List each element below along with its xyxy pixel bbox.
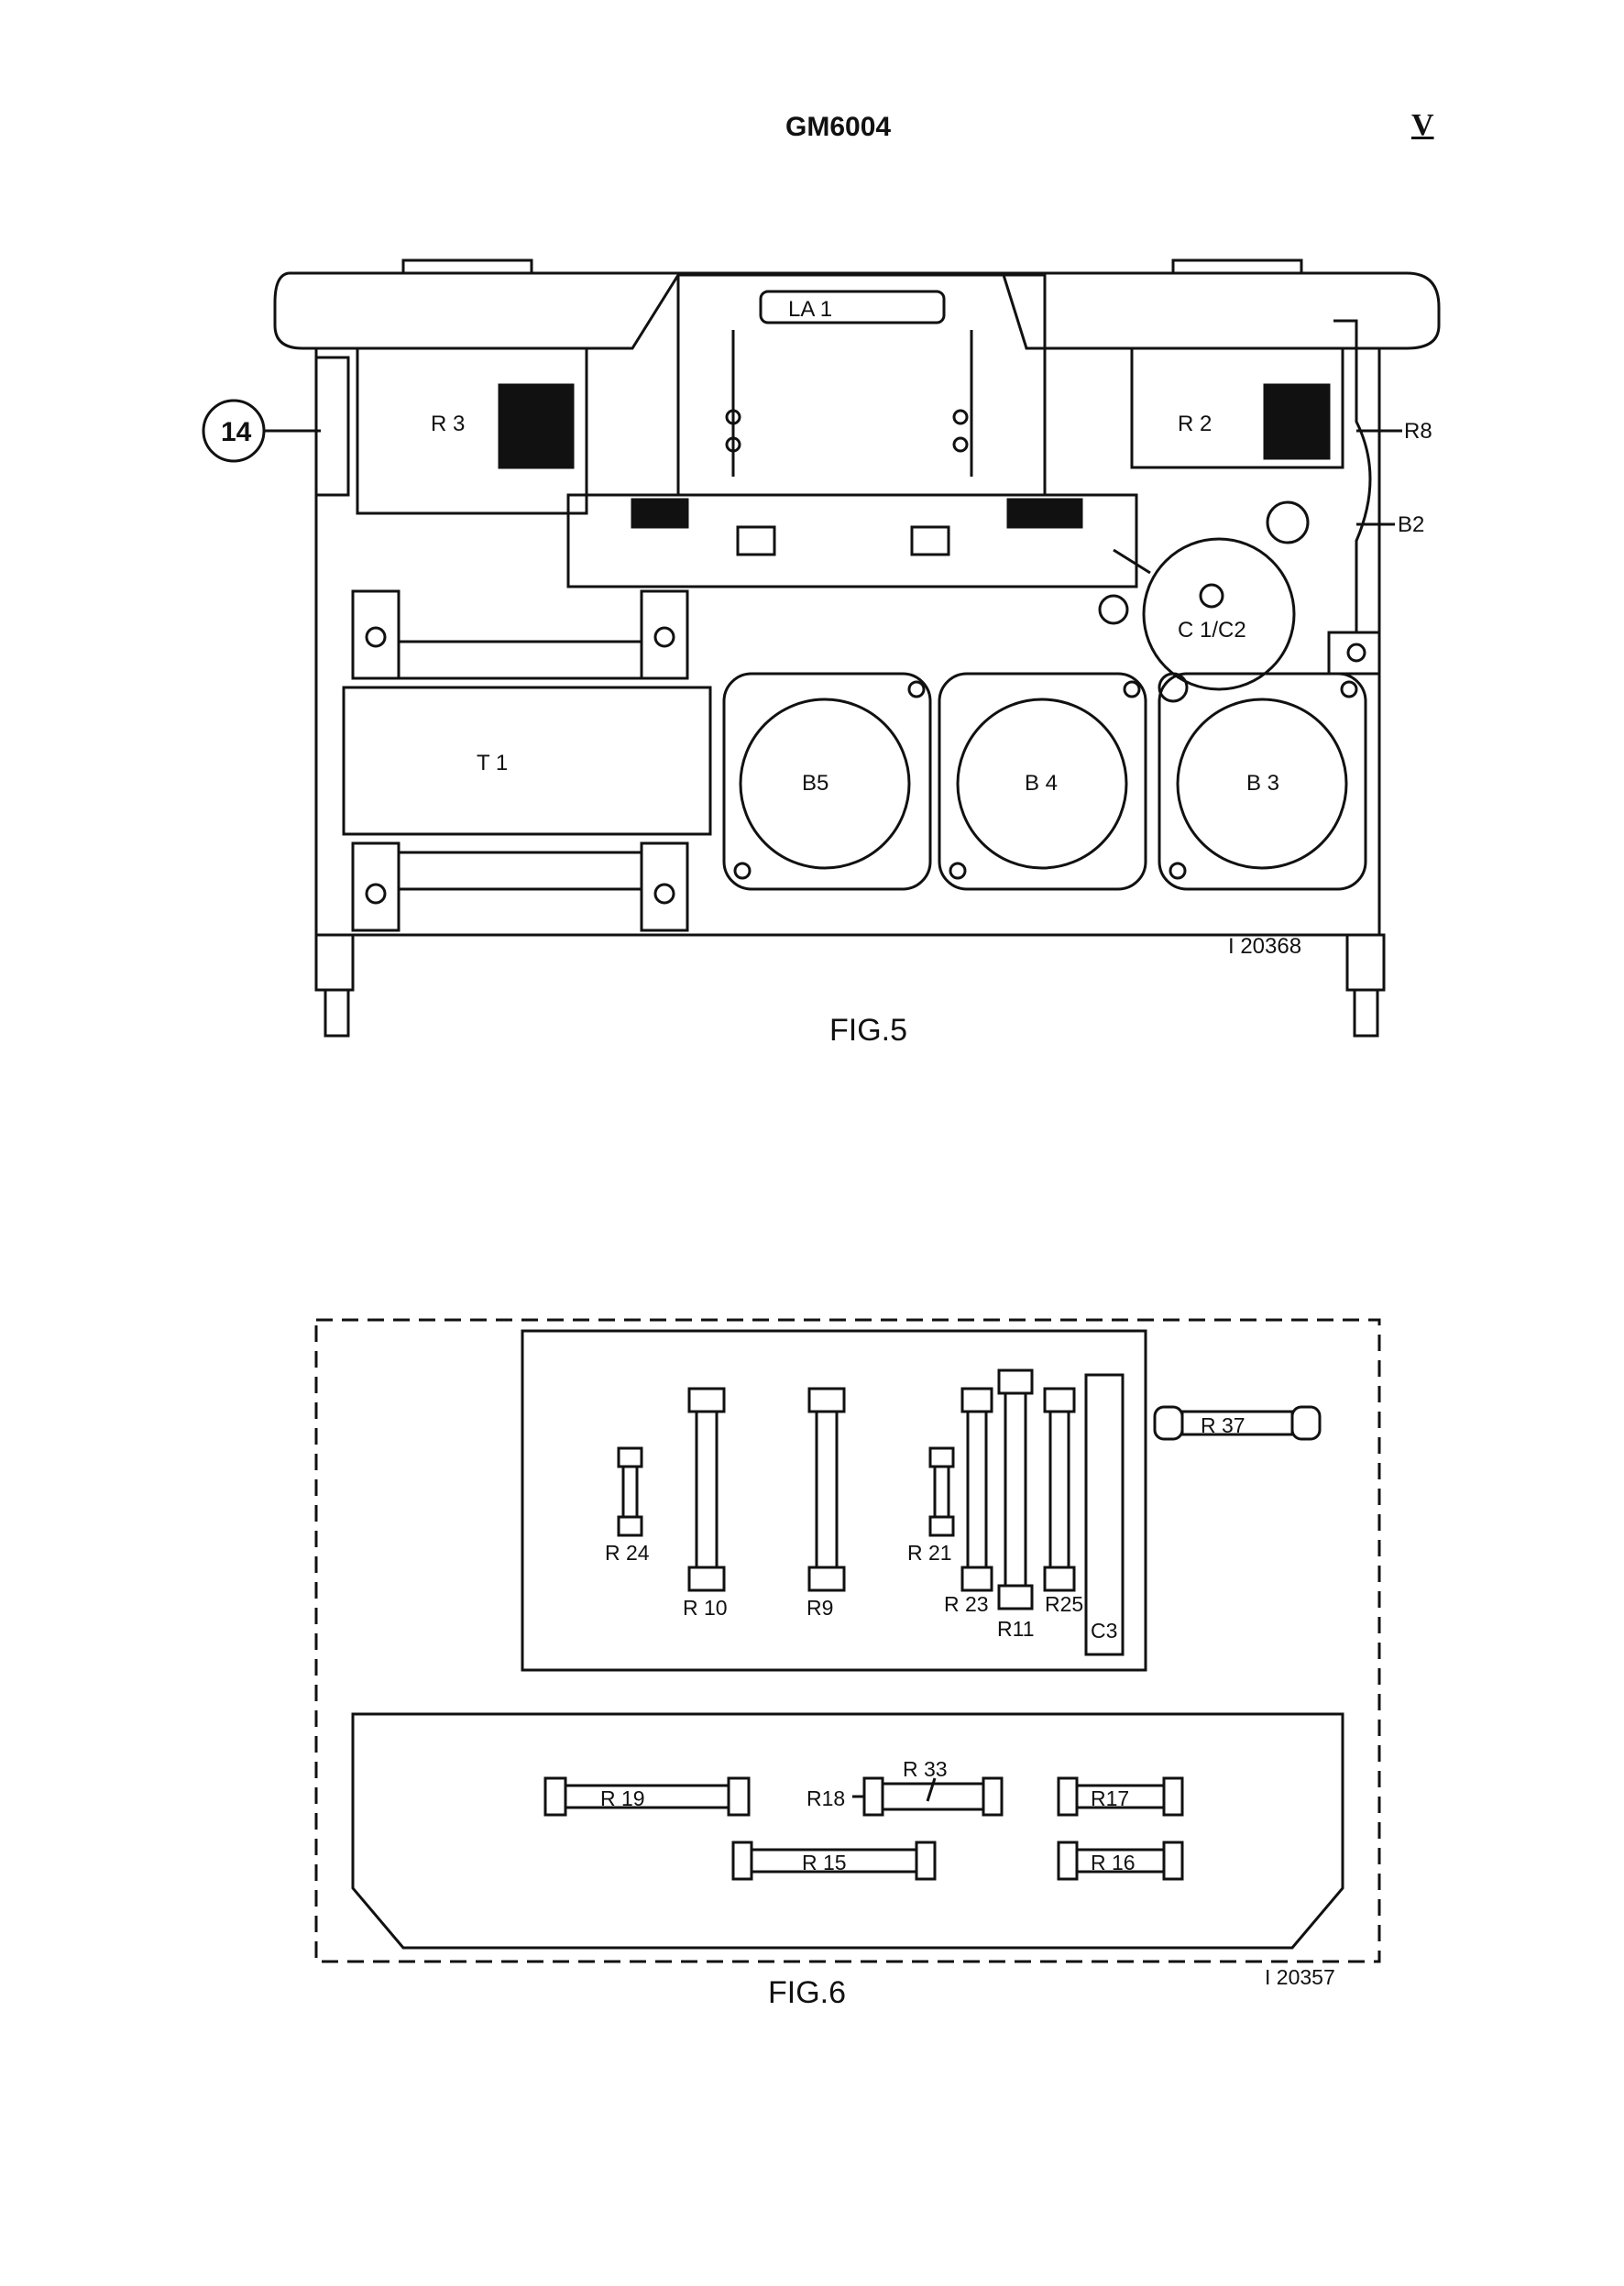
page-number: V	[1411, 108, 1434, 142]
upper-resistor-board	[521, 1329, 1147, 1672]
label-b5: B5	[802, 771, 828, 796]
label-r2: R 2	[1178, 412, 1212, 436]
tube-socket-b5	[739, 698, 911, 870]
label-r10: R 10	[683, 1596, 728, 1620]
label-r21: R 21	[907, 1541, 952, 1565]
resistor-r15	[731, 1841, 937, 1881]
lower-resistor-board	[351, 1712, 1344, 1950]
fig5-drawing-number: I 20368	[1228, 934, 1301, 959]
foot-post-right	[1353, 988, 1379, 1038]
resistor-r2	[1130, 346, 1344, 469]
socket-plate-b4	[938, 672, 1147, 891]
base-bolt-left	[736, 525, 776, 556]
fig6-drawing	[314, 1318, 1381, 1963]
resistor-r37	[1153, 1405, 1322, 1441]
label-b2: B2	[1398, 512, 1424, 537]
resistor-r9	[807, 1387, 846, 1592]
tube-socket-b4	[956, 698, 1128, 870]
fig6-dashed-frame	[314, 1318, 1381, 1963]
label-b4: B 4	[1025, 771, 1058, 796]
resistor-r19	[543, 1776, 751, 1817]
label-r37: R 37	[1201, 1413, 1245, 1437]
label-la1: LA 1	[788, 297, 832, 322]
base-bolt-right	[910, 525, 950, 556]
cover-knob-left	[401, 258, 533, 275]
callout-14-text: 14	[221, 417, 252, 447]
resistor-r11	[997, 1368, 1034, 1610]
capacitor-c1-c2	[1142, 537, 1296, 691]
capacitor-c3	[1084, 1373, 1125, 1656]
foot-right	[1345, 933, 1386, 992]
label-c3: C3	[1091, 1619, 1117, 1643]
socket-plate-b3	[1158, 672, 1367, 891]
lamp-la1	[759, 290, 946, 324]
label-r11: R11	[997, 1617, 1035, 1641]
resistor-r17	[1057, 1776, 1184, 1817]
foot-post-left	[324, 988, 350, 1038]
model-title: GM6004	[785, 112, 892, 142]
holder-b2	[1333, 319, 1372, 632]
fig5-drawing	[202, 258, 1441, 1038]
label-c1-c2: C 1/C2	[1178, 618, 1246, 643]
fig5-caption: FIG.5	[829, 1013, 907, 1048]
label-r33: R 33	[903, 1757, 948, 1781]
resistor-r23	[960, 1387, 993, 1592]
resistor-r3	[356, 346, 588, 515]
label-t1: T 1	[477, 751, 508, 775]
label-r25: R25	[1045, 1592, 1083, 1616]
resistor-r16	[1057, 1841, 1184, 1881]
connector-14	[314, 356, 350, 497]
tube-socket-b3	[1176, 698, 1348, 870]
fig6-drawing-number: I 20357	[1265, 1965, 1335, 1989]
label-r3: R 3	[431, 412, 465, 436]
label-r16: R 16	[1091, 1851, 1136, 1874]
resistor-r25	[1043, 1387, 1076, 1592]
label-r8: R8	[1404, 419, 1432, 444]
resistor-r10	[687, 1387, 726, 1592]
label-r18: R18	[807, 1786, 845, 1810]
label-b3: B 3	[1246, 771, 1279, 796]
label-r15: R 15	[802, 1851, 847, 1874]
resistor-r24	[617, 1446, 643, 1537]
label-r9: R9	[807, 1596, 833, 1620]
label-r24: R 24	[605, 1541, 650, 1565]
socket-plate-b5	[722, 672, 932, 891]
fig6-caption: FIG.6	[768, 1975, 846, 2010]
resistor-r21	[928, 1446, 955, 1537]
label-r19: R 19	[600, 1786, 645, 1810]
label-r17: R17	[1091, 1786, 1129, 1810]
label-r23: R 23	[944, 1592, 989, 1616]
lamp-base-plate	[566, 493, 1138, 588]
foot-left	[314, 933, 355, 992]
cover-knob-right	[1171, 258, 1303, 275]
transformer-t1	[342, 686, 712, 836]
